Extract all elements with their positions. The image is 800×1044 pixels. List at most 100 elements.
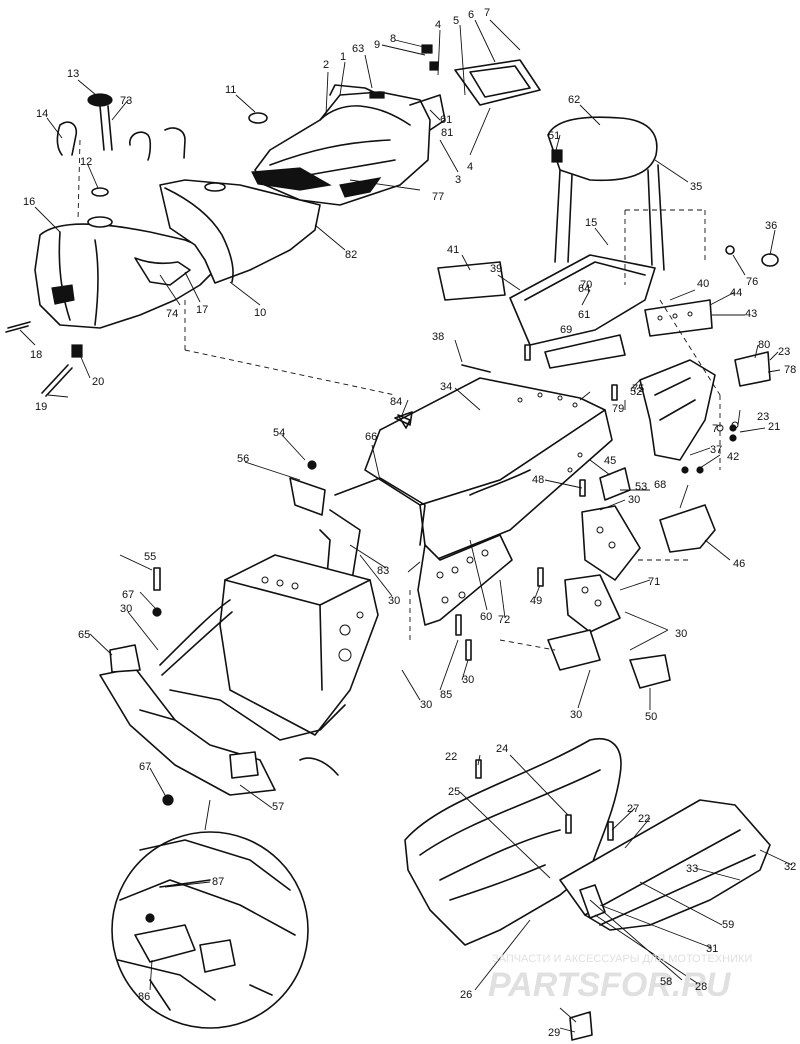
- svg-text:13: 13: [67, 68, 79, 80]
- svg-text:27: 27: [627, 803, 639, 815]
- svg-text:39: 39: [490, 263, 502, 275]
- svg-text:20: 20: [92, 376, 104, 388]
- svg-text:40: 40: [697, 278, 709, 290]
- svg-text:82: 82: [345, 249, 357, 261]
- watermark: ЗАПЧАСТИ И АКСЕССУАРЫ ДЛЯ МОТОТЕХНИКИ PA…: [488, 953, 752, 1004]
- svg-text:17: 17: [196, 304, 208, 316]
- svg-text:35: 35: [690, 181, 702, 193]
- svg-text:56: 56: [237, 453, 249, 465]
- svg-text:24: 24: [496, 743, 508, 755]
- svg-text:72: 72: [498, 614, 510, 626]
- svg-text:7: 7: [712, 423, 718, 435]
- frame-holes: [436, 392, 583, 604]
- svg-text:31: 31: [706, 943, 718, 955]
- callout-labels: 1 2 3 4 4 5 6 7 8 9 10 11 12 13 14 15 16…: [23, 7, 796, 1039]
- svg-text:29: 29: [548, 1027, 560, 1039]
- svg-text:74: 74: [166, 308, 178, 320]
- svg-text:37: 37: [710, 444, 722, 456]
- svg-text:PARTSFOR.RU: PARTSFOR.RU: [488, 966, 732, 1004]
- svg-text:79: 79: [612, 403, 624, 415]
- svg-text:14: 14: [36, 108, 48, 120]
- main-frame: [319, 377, 613, 626]
- svg-text:64: 64: [578, 283, 590, 295]
- svg-text:86: 86: [138, 991, 150, 1003]
- svg-text:67: 67: [122, 589, 134, 601]
- svg-text:30: 30: [120, 603, 132, 615]
- detail-inset: [111, 799, 309, 1029]
- svg-text:7: 7: [484, 7, 490, 19]
- svg-text:21: 21: [768, 421, 780, 433]
- svg-text:4: 4: [435, 19, 441, 31]
- svg-text:19: 19: [35, 401, 47, 413]
- svg-text:30: 30: [388, 595, 400, 607]
- svg-text:60: 60: [480, 611, 492, 623]
- front-chassis: [99, 554, 379, 796]
- loose-hardware: [152, 44, 737, 841]
- svg-text:52: 52: [630, 386, 642, 398]
- seat-assembly: [251, 84, 446, 206]
- rear-carrier: [437, 254, 713, 369]
- svg-text:62: 62: [568, 94, 580, 106]
- svg-text:23: 23: [778, 346, 790, 358]
- svg-text:87: 87: [212, 876, 224, 888]
- svg-text:ЗАПЧАСТИ И АКСЕССУАРЫ ДЛЯ МОТО: ЗАПЧАСТИ И АКСЕССУАРЫ ДЛЯ МОТОТЕХНИКИ: [492, 953, 752, 965]
- svg-text:22: 22: [638, 813, 650, 825]
- svg-text:58: 58: [660, 976, 672, 988]
- svg-text:49: 49: [530, 595, 542, 607]
- svg-text:4: 4: [467, 161, 473, 173]
- fuel-line-hardware: [5, 321, 83, 397]
- svg-text:51: 51: [548, 130, 560, 142]
- svg-text:78: 78: [784, 364, 796, 376]
- svg-text:81: 81: [441, 127, 453, 139]
- svg-text:63: 63: [352, 43, 364, 55]
- svg-text:23: 23: [757, 411, 769, 423]
- alignment-lines: [77, 139, 721, 651]
- svg-text:46: 46: [733, 558, 745, 570]
- svg-text:26: 26: [460, 989, 472, 1001]
- svg-text:85: 85: [440, 689, 452, 701]
- svg-text:54: 54: [273, 427, 285, 439]
- svg-text:5: 5: [453, 15, 459, 27]
- svg-text:12: 12: [80, 156, 92, 168]
- svg-text:43: 43: [745, 308, 757, 320]
- svg-text:65: 65: [78, 629, 90, 641]
- svg-text:70: 70: [580, 279, 592, 291]
- svg-text:8: 8: [390, 33, 396, 45]
- svg-text:66: 66: [365, 431, 377, 443]
- svg-text:1: 1: [340, 51, 346, 63]
- fuel-tank: [34, 179, 321, 329]
- svg-text:33: 33: [686, 863, 698, 875]
- svg-text:42: 42: [727, 451, 739, 463]
- svg-text:53: 53: [635, 481, 647, 493]
- svg-text:77: 77: [432, 191, 444, 203]
- svg-text:61: 61: [578, 309, 590, 321]
- svg-text:11: 11: [225, 84, 236, 96]
- rear-bumper: [404, 738, 771, 1041]
- svg-text:59: 59: [722, 919, 734, 931]
- svg-text:84: 84: [390, 396, 402, 408]
- svg-text:68: 68: [654, 479, 666, 491]
- svg-text:67: 67: [139, 761, 151, 773]
- svg-text:15: 15: [585, 217, 597, 229]
- svg-text:61: 61: [440, 114, 452, 126]
- svg-text:38: 38: [432, 331, 444, 343]
- svg-text:45: 45: [604, 455, 616, 467]
- svg-text:10: 10: [254, 307, 266, 319]
- svg-text:76: 76: [746, 276, 758, 288]
- rear-bracket: [639, 351, 771, 474]
- svg-text:41: 41: [447, 244, 459, 256]
- svg-text:36: 36: [765, 220, 777, 232]
- frame-hardware: [289, 364, 716, 689]
- svg-text:30: 30: [675, 628, 687, 640]
- svg-text:71: 71: [648, 576, 660, 588]
- svg-text:30: 30: [570, 709, 582, 721]
- svg-text:83: 83: [377, 565, 389, 577]
- leader-lines: [19, 19, 793, 1033]
- svg-text:55: 55: [144, 551, 156, 563]
- svg-text:44: 44: [730, 287, 742, 299]
- svg-text:3: 3: [455, 174, 461, 186]
- svg-text:16: 16: [23, 196, 35, 208]
- svg-text:18: 18: [30, 349, 42, 361]
- svg-text:22: 22: [445, 751, 457, 763]
